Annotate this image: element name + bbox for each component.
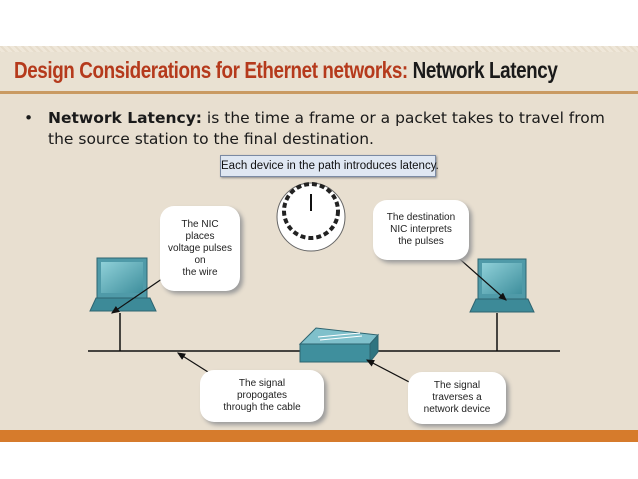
signal-propagates-callout: The signal propogates through the cable (200, 370, 324, 422)
computer-icon (89, 257, 157, 312)
bottom-margin (0, 442, 638, 479)
title-rule (0, 91, 638, 94)
destination-callout: The destination NIC interprets the pulse… (373, 200, 469, 260)
title-part1: Design Considerations for Ethernet netwo… (14, 57, 408, 83)
clock-icon (276, 182, 346, 252)
bullet-dot: • (24, 109, 34, 127)
title-part2: Network Latency (412, 57, 558, 83)
top-margin (0, 0, 638, 46)
bullet-text-block: Network Latency: is the time a frame or … (48, 108, 614, 150)
bottom-accent-bar (0, 430, 638, 442)
latency-caption: Each device in the path introduces laten… (220, 155, 439, 177)
propagate-arrow (176, 352, 209, 373)
title-bar (0, 52, 638, 92)
bullet-term: Network Latency: (48, 109, 202, 127)
bullet-definition: is the time a frame or a packet takes to… (48, 109, 605, 148)
computer-icon (469, 258, 535, 313)
nic-callout: The NIC places voltage pulses on the wir… (160, 206, 240, 291)
bullet-point: • Network Latency: is the time a frame o… (24, 108, 614, 150)
signal-traverses-callout: The signal traverses a network device (408, 372, 506, 424)
switch-icon (298, 327, 380, 364)
slide-title: Design Considerations for Ethernet netwo… (14, 57, 558, 84)
traverse-arrow (365, 359, 414, 385)
